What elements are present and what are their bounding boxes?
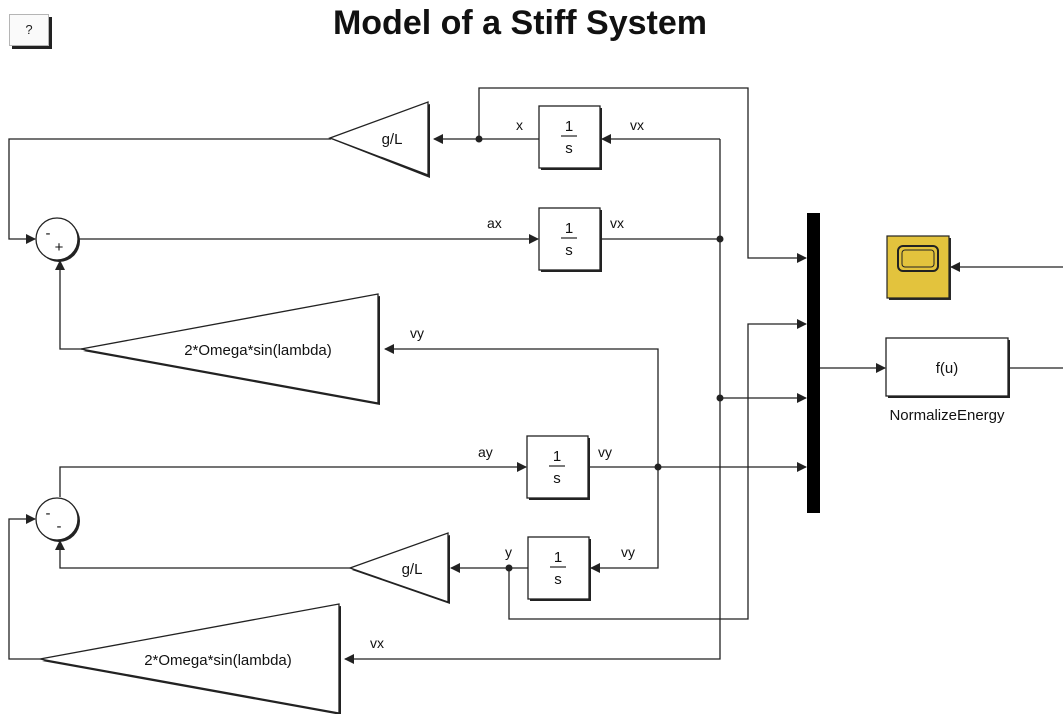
signal-label-vx: vx <box>610 215 624 231</box>
sum-block-top[interactable]: - + <box>35 217 80 262</box>
wire-gain-bottom-to-sum <box>55 540 350 569</box>
fcn-block-normalize-energy[interactable]: f(u) <box>885 337 1010 398</box>
junction-dot <box>654 463 662 471</box>
integrator-denominator: s <box>554 571 562 588</box>
fcn-expression: f(u) <box>936 360 959 377</box>
integrator-numerator: 1 <box>565 220 573 237</box>
integrator-numerator: 1 <box>553 448 561 465</box>
signal-label-vy: vy <box>410 325 424 341</box>
wire-vy-to-coriolis-top <box>384 344 659 467</box>
diagram-title: Model of a Stiff System <box>332 4 708 42</box>
gain-block-g-over-l-top[interactable]: g/L <box>328 101 430 178</box>
signal-label-vy: vy <box>598 444 612 460</box>
integrator-numerator: 1 <box>554 549 562 566</box>
gain-label: g/L <box>402 561 423 578</box>
gain-block-coriolis-bottom[interactable]: 2*Omega*sin(lambda) <box>39 603 341 714</box>
signal-label-ax: ax <box>487 215 502 231</box>
mux-block[interactable] <box>807 213 820 513</box>
wire-vx-trunk <box>344 139 721 664</box>
wire-x-to-mux <box>478 87 807 263</box>
junction-dot <box>505 564 513 572</box>
junction-dot <box>716 394 724 402</box>
integrator-denominator: s <box>565 140 573 157</box>
integrator-block-x[interactable]: 1 s <box>538 105 602 170</box>
integrator-numerator: 1 <box>565 118 573 135</box>
signal-label-vy: vy <box>621 544 635 560</box>
gain-block-g-over-l-bottom[interactable]: g/L <box>348 532 450 604</box>
integrator-block-y[interactable]: 1 s <box>527 536 591 601</box>
signal-label-vx: vx <box>370 635 384 651</box>
integrator-block-vy[interactable]: 1 s <box>526 435 590 500</box>
wire-gain-to-sum-top <box>8 138 331 244</box>
integrator-denominator: s <box>565 242 573 259</box>
sum-sign: + <box>55 239 64 256</box>
wire-y-to-mux <box>508 319 807 620</box>
sum-sign: - <box>46 505 51 522</box>
sum-sign: - <box>57 518 62 535</box>
gain-block-coriolis-top[interactable]: 2*Omega*sin(lambda) <box>80 293 380 405</box>
signal-label-ay: ay <box>478 444 493 460</box>
sum-block-bottom[interactable]: - - <box>35 497 80 542</box>
gain-label: 2*Omega*sin(lambda) <box>184 342 332 359</box>
junction-dot <box>716 235 724 243</box>
signal-label-x: x <box>516 117 523 133</box>
integrator-block-vx[interactable]: 1 s <box>538 207 602 272</box>
integrator-denominator: s <box>553 470 561 487</box>
wire-coriolis-bottom-to-sum <box>8 514 40 660</box>
sum-sign: - <box>46 225 51 242</box>
junction-dot <box>475 135 483 143</box>
scope-block[interactable] <box>886 235 951 300</box>
signal-label-vx: vx <box>630 117 644 133</box>
scope-icon <box>897 245 939 272</box>
wire-ay <box>59 462 527 497</box>
help-button[interactable]: ? <box>9 14 49 46</box>
gain-label: g/L <box>382 131 403 148</box>
gain-label: 2*Omega*sin(lambda) <box>144 652 292 669</box>
signal-label-y: y <box>505 544 512 560</box>
wire-vy-to-int4 <box>590 467 659 573</box>
wire-coriolis-top-to-sum <box>55 260 82 350</box>
fcn-block-name: NormalizeEnergy <box>889 407 1005 424</box>
